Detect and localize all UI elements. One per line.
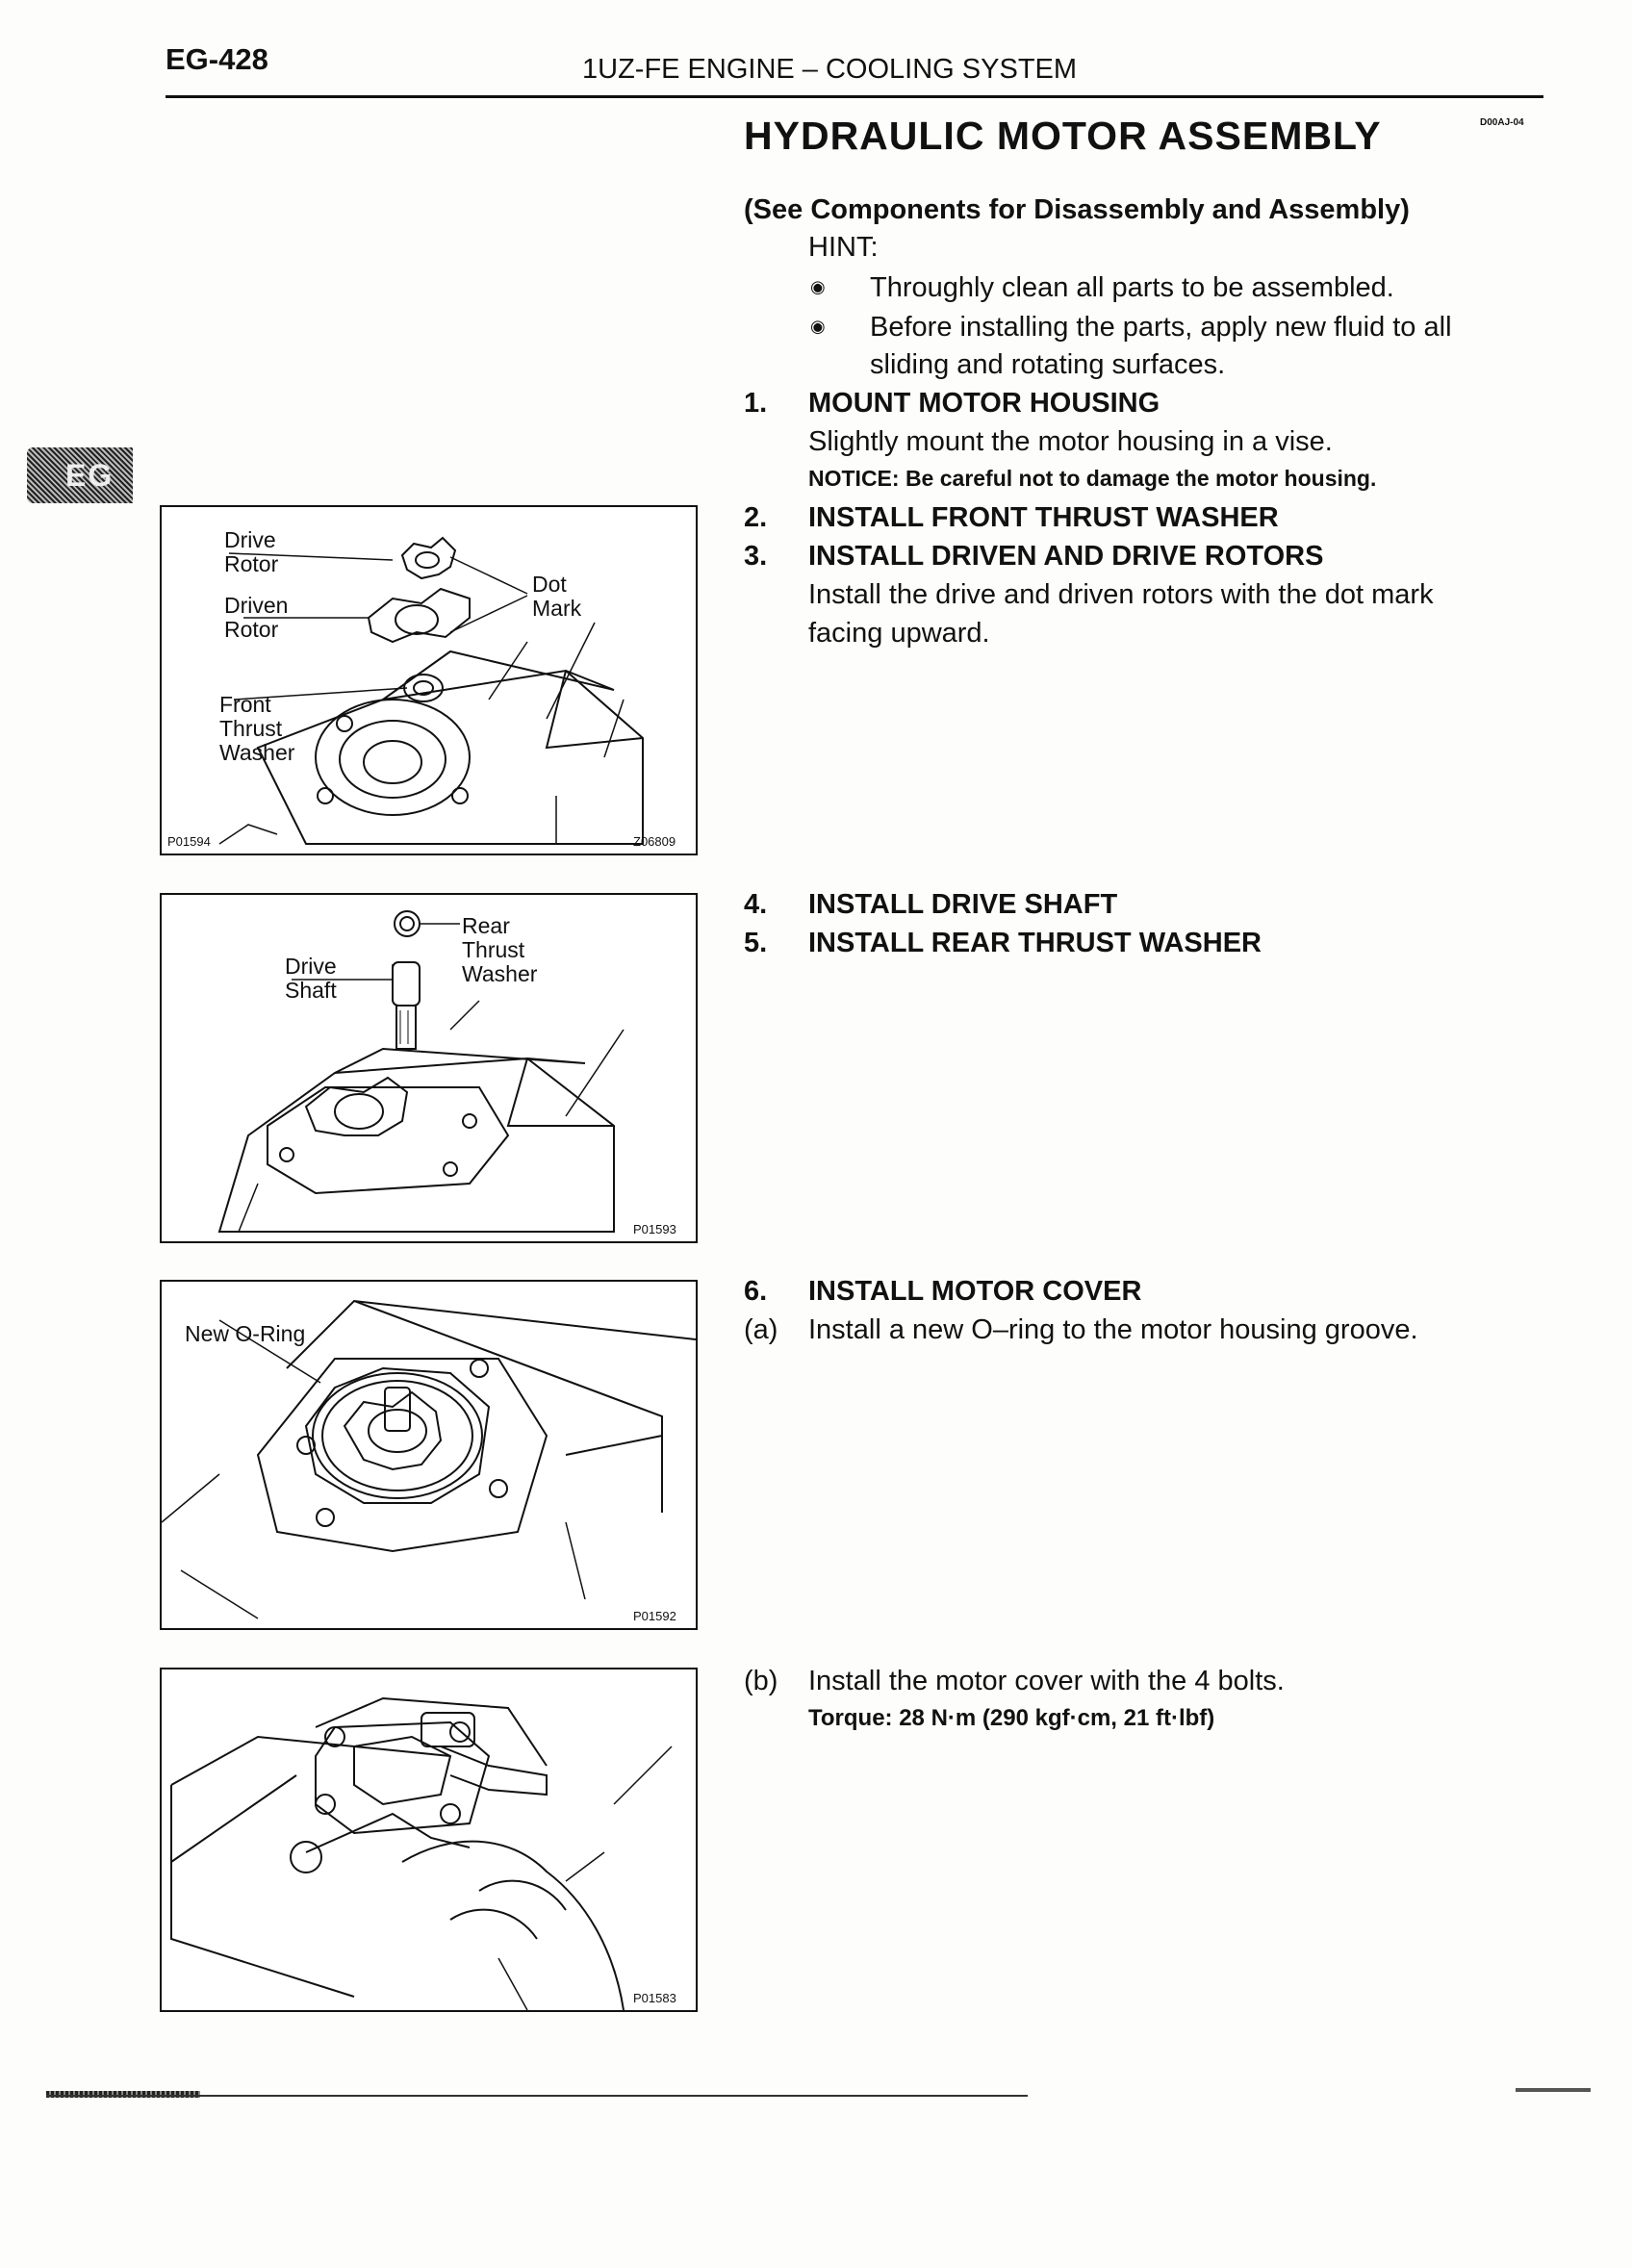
step-3-number: 3. (744, 541, 768, 572)
label-new-o-ring: New O-Ring (185, 1321, 306, 1346)
step-4-title: INSTALL DRIVE SHAFT (808, 889, 1118, 920)
motor-cover-illustration (170, 1696, 673, 2010)
step-2-title: INSTALL FRONT THRUST WASHER (808, 502, 1279, 533)
running-header: 1UZ-FE ENGINE – COOLING SYSTEM (582, 54, 1078, 85)
figure-code: P01593 (633, 1222, 676, 1236)
figure-o-ring: New O-Ring P01592 (160, 1280, 698, 1630)
step-3-text: Install the drive and driven rotors with… (808, 579, 1434, 610)
footer-rule (46, 2095, 1028, 2097)
torque-spec: Torque: 28 N·m (290 kgf·cm, 21 ft·lbf) (808, 1705, 1215, 1731)
step-6b-text: Install the motor cover with the 4 bolts… (808, 1666, 1285, 1696)
step-4-number: 4. (744, 889, 768, 920)
figure-motor-cover: P01583 (160, 1668, 698, 2012)
hint-1: Throughly clean all parts to be assemble… (870, 272, 1394, 303)
section-title: HYDRAULIC MOTOR ASSEMBLY (744, 114, 1382, 158)
step-2-number: 2. (744, 502, 768, 533)
step-5-title: INSTALL REAR THRUST WASHER (808, 928, 1262, 958)
footer-mark (1516, 2088, 1591, 2092)
figure-code: P01592 (633, 1609, 676, 1623)
figure-code: Z06809 (633, 834, 676, 849)
step-1-notice: NOTICE: Be careful not to damage the mot… (808, 466, 1377, 491)
page-number: EG-428 (166, 42, 268, 76)
o-ring-illustration (162, 1299, 696, 1619)
section-tab (27, 447, 133, 503)
step-6b-label: (b) (744, 1666, 778, 1696)
doc-code: D00AJ-04 (1480, 117, 1524, 128)
step-6a-text: Install a new O–ring to the motor housin… (808, 1314, 1418, 1345)
step-6a-label: (a) (744, 1314, 778, 1345)
step-1-text: Slightly mount the motor housing in a vi… (808, 426, 1333, 457)
step-6-title: INSTALL MOTOR COVER (808, 1276, 1142, 1307)
section-tab-label: EG (65, 458, 115, 493)
step-6-number: 6. (744, 1276, 768, 1307)
footer-decoration (46, 2091, 200, 2098)
hint-2: Before installing the parts, apply new f… (870, 312, 1452, 343)
hint-label: HINT: (808, 232, 879, 263)
bullet-icon: ◉ (810, 277, 826, 296)
step-3-title: INSTALL DRIVEN AND DRIVE ROTORS (808, 541, 1324, 572)
rotors-illustration (218, 536, 644, 845)
drive-shaft-illustration (217, 910, 625, 1233)
step-1-title: MOUNT MOTOR HOUSING (808, 388, 1160, 419)
figure-code: P01583 (633, 1991, 676, 2005)
step-1-number: 1. (744, 388, 768, 419)
step-5-number: 5. (744, 928, 768, 958)
step-3-text-cont: facing upward. (808, 618, 990, 649)
components-reference: (See Components for Disassembly and Asse… (744, 194, 1410, 225)
header-rule (166, 95, 1543, 98)
bullet-icon: ◉ (810, 317, 826, 336)
hint-2-cont: sliding and rotating surfaces. (870, 349, 1226, 380)
figure-code: P01594 (167, 834, 211, 849)
